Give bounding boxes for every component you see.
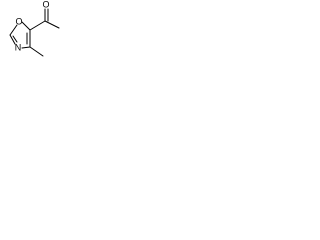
bond-n3-c4 [21, 46, 31, 49]
carbonyl-oxygen-label: O [42, 0, 49, 9]
bond-o1-c2 [9, 24, 18, 36]
ring-nitrogen-label: N [15, 42, 22, 52]
bond-c2-n3-inner [12, 35, 18, 43]
chemical-structure-diagram: O N O [9, 0, 60, 57]
bond-c4-methyl [29, 46, 44, 57]
ring-oxygen-label: O [15, 16, 22, 26]
bond-carbonyl-methyl [44, 20, 60, 29]
bond-c5-carbonyl [29, 20, 46, 31]
bond-c5-o1 [21, 21, 31, 31]
bond-c2-n3 [9, 34, 16, 45]
molecule-canvas: O N O [0, 0, 65, 68]
